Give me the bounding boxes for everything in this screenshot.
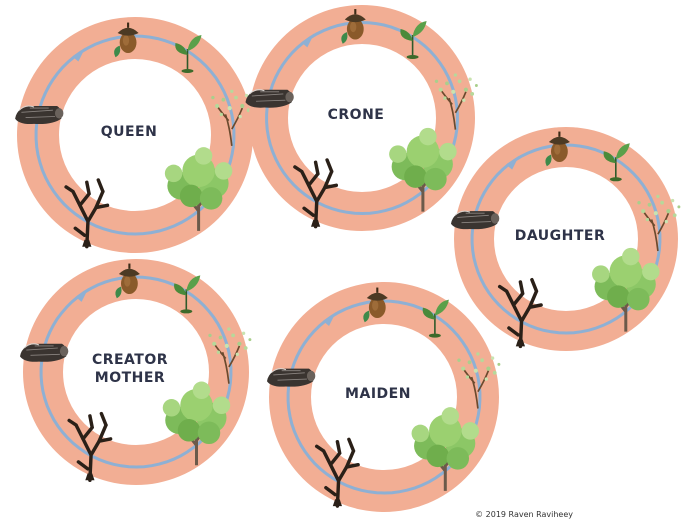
ring-label-queen: QUEEN (101, 124, 158, 140)
fallen-log-icon (451, 211, 499, 229)
ring-label-daughter: DAUGHTER (515, 228, 606, 244)
ring-creator-mother: CREATOR MOTHER (20, 259, 251, 485)
fallen-log-icon (267, 369, 315, 387)
ring-maiden: MAIDEN (267, 282, 500, 512)
ring-label-crone: CRONE (328, 107, 385, 123)
ring-label-creator-mother-line-1: CREATOR (92, 352, 168, 368)
ring-label-maiden: MAIDEN (345, 386, 411, 402)
fallen-log-icon (246, 90, 294, 108)
ring-queen: QUEEN (15, 17, 254, 253)
ring-label-creator-mother-line-2: MOTHER (95, 370, 165, 386)
ring-daughter: DAUGHTER (451, 127, 680, 351)
fallen-log-icon (15, 106, 63, 124)
ring-crone: CRONE (246, 5, 478, 231)
fallen-log-icon (20, 344, 68, 362)
